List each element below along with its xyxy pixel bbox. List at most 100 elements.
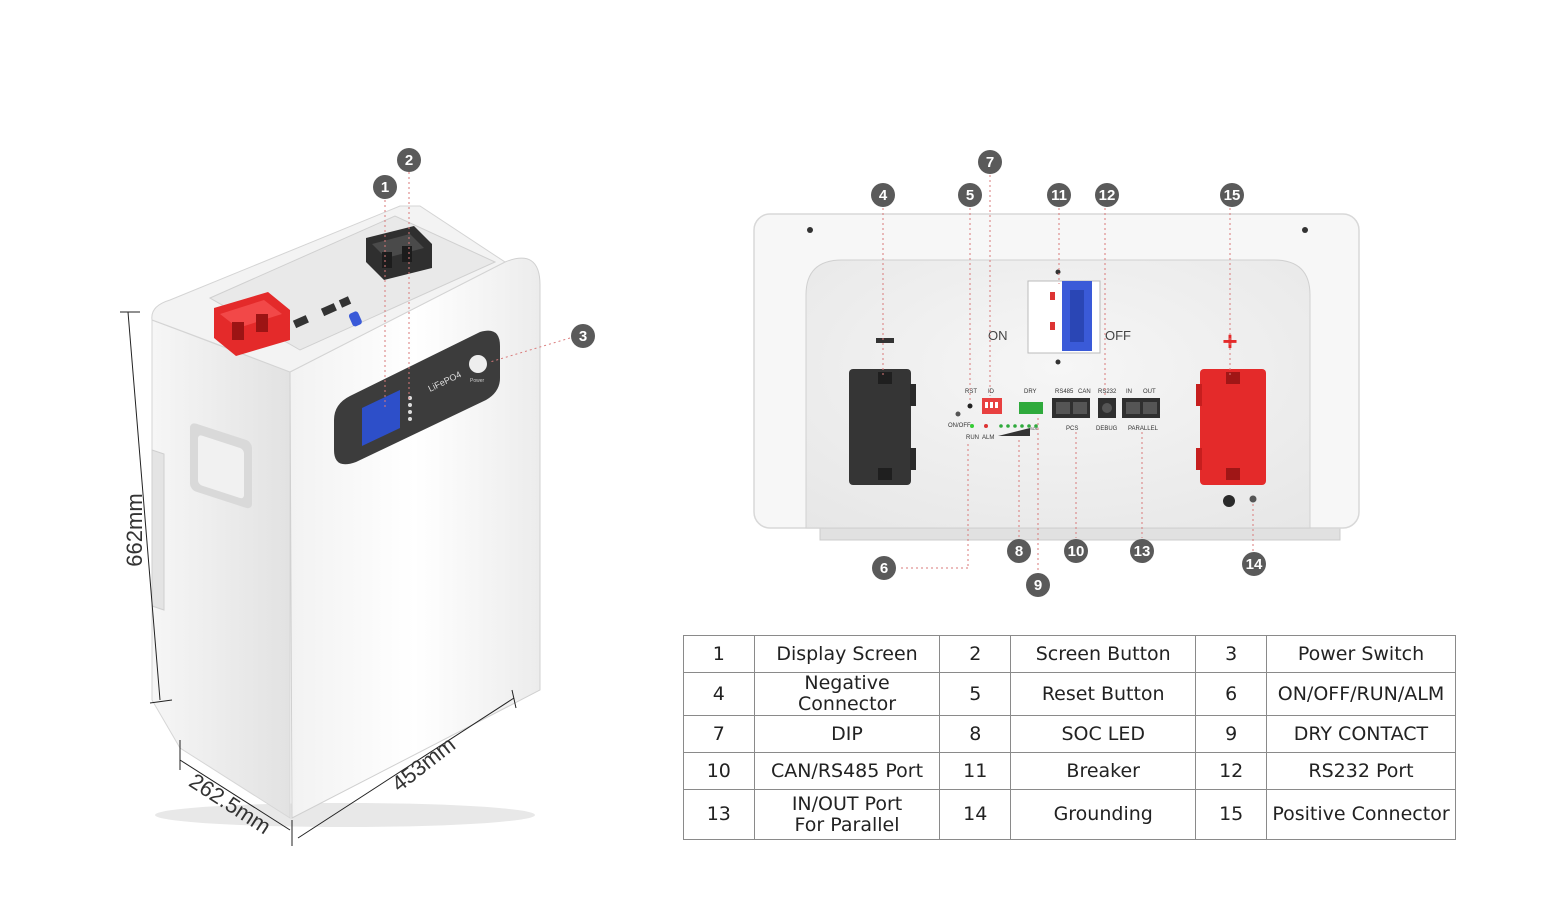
legend-number: 13 [683, 789, 755, 840]
legend-number: 11 [939, 752, 1012, 790]
negative-connector [849, 338, 916, 485]
legend-row: 4 Negative Connector 5 Reset Button 6 ON… [683, 672, 1457, 716]
legend-number: 1 [683, 635, 755, 673]
callout-9: 9 [1026, 573, 1050, 597]
callout-5: 5 [958, 183, 982, 207]
svg-text:8: 8 [1015, 543, 1023, 560]
svg-text:9: 9 [1034, 577, 1042, 594]
rst-label: RST [965, 389, 977, 395]
guide-lines [384, 172, 1254, 574]
positive-symbol: + [1222, 326, 1237, 356]
legend-label: CAN/RS485 Port [753, 752, 941, 790]
legend-label: Reset Button [1010, 672, 1197, 716]
power-label: Power [470, 378, 485, 384]
soc-label: SOC [1030, 426, 1039, 431]
svg-text:6: 6 [880, 560, 888, 577]
breaker-off-label: OFF [1105, 328, 1131, 343]
legend-label: SOC LED [1010, 715, 1197, 753]
power-switch-button [469, 355, 487, 373]
legend-label: Negative Connector [753, 672, 941, 716]
callout-12: 12 [1095, 183, 1119, 207]
dry-contact [1019, 402, 1043, 414]
svg-text:10: 10 [1068, 543, 1085, 560]
callout-4: 4 [871, 183, 895, 207]
top-positive-connector [214, 292, 290, 356]
legend-number: 7 [683, 715, 755, 753]
svg-text:14: 14 [1246, 556, 1263, 573]
can-label: CAN [1078, 389, 1091, 395]
breaker [1027, 269, 1101, 365]
callout-2: 2 [397, 148, 421, 172]
legend-number: 5 [939, 672, 1012, 716]
battery-3d-view: LiFePO4 Power 662mm 453mm 262.5mm [120, 205, 541, 846]
svg-text:11: 11 [1051, 187, 1067, 204]
legend-number: 8 [939, 715, 1012, 753]
legend-label: DIP [753, 715, 941, 753]
legend-label: Power Switch [1265, 635, 1457, 673]
legend-number: 3 [1195, 635, 1267, 673]
callout-13: 13 [1130, 539, 1154, 563]
reset-button [967, 403, 973, 409]
dimension-lines [120, 311, 517, 846]
callout-15: 15 [1220, 183, 1244, 207]
legend-number: 14 [939, 789, 1012, 840]
legend-number: 15 [1195, 789, 1267, 840]
svg-text:5: 5 [966, 187, 974, 204]
onoff-button [955, 411, 961, 417]
positive-connector: + [1196, 326, 1266, 485]
legend-row: 10 CAN/RS485 Port 11 Breaker 12 RS232 Po… [683, 752, 1457, 790]
legend-number: 9 [1195, 715, 1267, 753]
legend-label: DRY CONTACT [1265, 715, 1457, 753]
legend-label: Screen Button [1010, 635, 1197, 673]
rs485-label: RS485 [1055, 389, 1074, 395]
svg-text:2: 2 [405, 152, 413, 169]
callout-6: 6 [872, 556, 896, 580]
grounding-point [1223, 495, 1235, 507]
svg-text:3: 3 [579, 328, 587, 345]
legend-label: IN/OUT Port For Parallel [753, 789, 941, 840]
parallel-label: PARALLEL [1128, 426, 1159, 432]
callout-3: 3 [571, 324, 595, 348]
out-label: OUT [1143, 389, 1156, 395]
legend-row: 1 Display Screen 2 Screen Button 3 Power… [683, 635, 1457, 673]
callout-10: 10 [1064, 539, 1088, 563]
run-label: RUN [966, 435, 979, 441]
front-panel-view: ON OFF RST ID DRY RS485 CAN RS232 IN OUT… [753, 213, 1360, 541]
breaker-on-label: ON [988, 328, 1008, 343]
height-dimension: 662mm [122, 493, 147, 566]
svg-text:7: 7 [986, 154, 994, 171]
svg-text:4: 4 [879, 187, 888, 204]
svg-text:12: 12 [1099, 187, 1116, 204]
in-label: IN [1126, 389, 1132, 395]
pcs-label: PCS [1066, 426, 1078, 432]
legend-number: 6 [1195, 672, 1267, 716]
callouts: 1 2 3 4 5 6 7 8 9 10 11 12 13 14 15 [373, 148, 1266, 597]
legend-row: 13 IN/OUT Port For Parallel 14 Grounding… [683, 789, 1457, 840]
rs232-label: RS232 [1098, 389, 1117, 395]
legend-label: Grounding [1010, 789, 1197, 840]
callout-1: 1 [373, 175, 397, 199]
legend-number: 12 [1195, 752, 1267, 790]
legend-label: Breaker [1010, 752, 1197, 790]
alm-label: ALM [982, 435, 994, 441]
legend-number: 10 [683, 752, 755, 790]
legend-number: 4 [683, 672, 755, 716]
legend-label: Display Screen [753, 635, 941, 673]
svg-text:13: 13 [1134, 543, 1151, 560]
negative-symbol [876, 338, 894, 343]
debug-label: DEBUG [1096, 426, 1118, 432]
legend-label: Positive Connector [1265, 789, 1457, 840]
dry-label: DRY [1024, 389, 1037, 395]
legend-label: RS232 Port [1265, 752, 1457, 790]
legend-number: 2 [939, 635, 1012, 673]
legend-row: 7 DIP 8 SOC LED 9 DRY CONTACT [683, 715, 1457, 753]
svg-text:15: 15 [1224, 187, 1241, 204]
callout-8: 8 [1007, 539, 1031, 563]
onoff-label: ON/OFF [948, 423, 971, 429]
callout-11: 11 [1047, 183, 1071, 207]
svg-text:1: 1 [381, 179, 389, 196]
display-screen [362, 390, 400, 446]
legend-label: ON/OFF/RUN/ALM [1265, 672, 1457, 716]
callout-7: 7 [978, 150, 1002, 174]
